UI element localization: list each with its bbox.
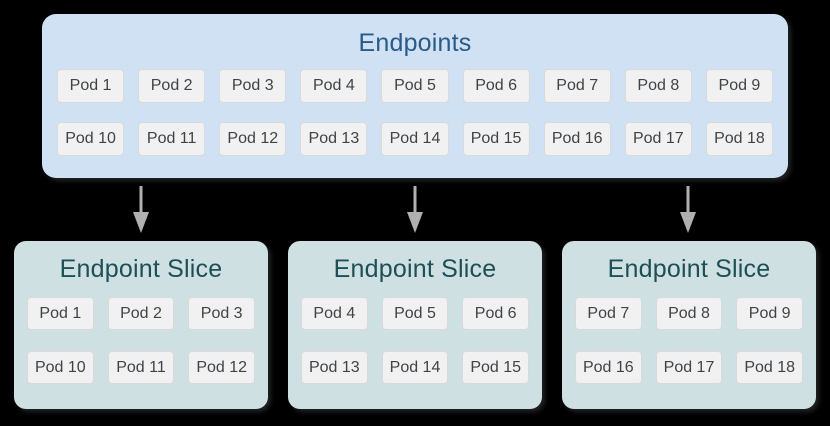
endpoints-pod-row-1: Pod 1 Pod 2 Pod 3 Pod 4 Pod 5 Pod 6 Pod … [57, 69, 773, 103]
endpoint-slice-box-3: Endpoint Slice Pod 7 Pod 8 Pod 9 Pod 16 … [562, 241, 816, 409]
endpoints-title: Endpoints [358, 29, 472, 57]
pod-box: Pod 4 [300, 69, 368, 103]
endpoint-slice-title: Endpoint Slice [607, 255, 771, 283]
pod-box: Pod 12 [188, 351, 256, 384]
pod-box: Pod 10 [57, 122, 125, 156]
down-arrow-icon [680, 186, 696, 233]
pod-box: Pod 6 [462, 297, 530, 330]
pod-box: Pod 12 [219, 122, 287, 156]
endpoint-slice-title: Endpoint Slice [59, 255, 223, 283]
slice-1-pod-row-1: Pod 1 Pod 2 Pod 3 [27, 297, 256, 330]
pod-box: Pod 13 [301, 351, 368, 384]
endpoint-slice-box-1: Endpoint Slice Pod 1 Pod 2 Pod 3 Pod 10 … [14, 241, 268, 409]
endpoints-pod-row-2: Pod 10 Pod 11 Pod 12 Pod 13 Pod 14 Pod 1… [57, 122, 773, 156]
pod-box: Pod 15 [462, 122, 530, 156]
pod-box: Pod 11 [107, 351, 175, 384]
slice-3-pod-row-2: Pod 16 Pod 17 Pod 18 [575, 351, 804, 384]
slice-2-pod-row-2: Pod 13 Pod 14 Pod 15 [301, 351, 530, 384]
pod-box: Pod 9 [705, 69, 773, 103]
pod-box: Pod 17 [624, 122, 692, 156]
pod-box: Pod 15 [462, 351, 530, 384]
pod-box: Pod 6 [462, 69, 530, 103]
pod-box: Pod 1 [57, 69, 125, 103]
pod-box: Pod 4 [301, 297, 368, 330]
pod-box: Pod 1 [27, 297, 94, 330]
endpoint-slice-title: Endpoint Slice [333, 255, 497, 283]
slice-1-pod-row-2: Pod 10 Pod 11 Pod 12 [27, 351, 256, 384]
pod-box: Pod 14 [381, 122, 449, 156]
pod-box: Pod 8 [655, 297, 723, 330]
pod-box: Pod 16 [575, 351, 642, 384]
pod-box: Pod 18 [705, 122, 773, 156]
pod-box: Pod 2 [138, 69, 206, 103]
down-arrow-icon [133, 186, 149, 233]
pod-box: Pod 5 [381, 69, 449, 103]
pod-box: Pod 7 [575, 297, 642, 330]
endpoints-box: Endpoints Pod 1 Pod 2 Pod 3 Pod 4 Pod 5 … [42, 14, 788, 178]
pod-box: Pod 11 [138, 122, 206, 156]
pod-box: Pod 2 [107, 297, 175, 330]
pod-box: Pod 3 [219, 69, 287, 103]
slice-3-pod-row-1: Pod 7 Pod 8 Pod 9 [575, 297, 804, 330]
pod-box: Pod 10 [27, 351, 94, 384]
pod-box: Pod 14 [381, 351, 449, 384]
endpoint-slice-box-2: Endpoint Slice Pod 4 Pod 5 Pod 6 Pod 13 … [288, 241, 542, 409]
pod-box: Pod 7 [543, 69, 611, 103]
pod-box: Pod 3 [188, 297, 256, 330]
pod-box: Pod 16 [543, 122, 611, 156]
pod-box: Pod 5 [381, 297, 449, 330]
pod-box: Pod 18 [736, 351, 804, 384]
down-arrow-icon [407, 186, 423, 233]
pod-box: Pod 8 [624, 69, 692, 103]
slice-2-pod-row-1: Pod 4 Pod 5 Pod 6 [301, 297, 530, 330]
pod-box: Pod 9 [736, 297, 804, 330]
pod-box: Pod 13 [300, 122, 368, 156]
pod-box: Pod 17 [655, 351, 723, 384]
